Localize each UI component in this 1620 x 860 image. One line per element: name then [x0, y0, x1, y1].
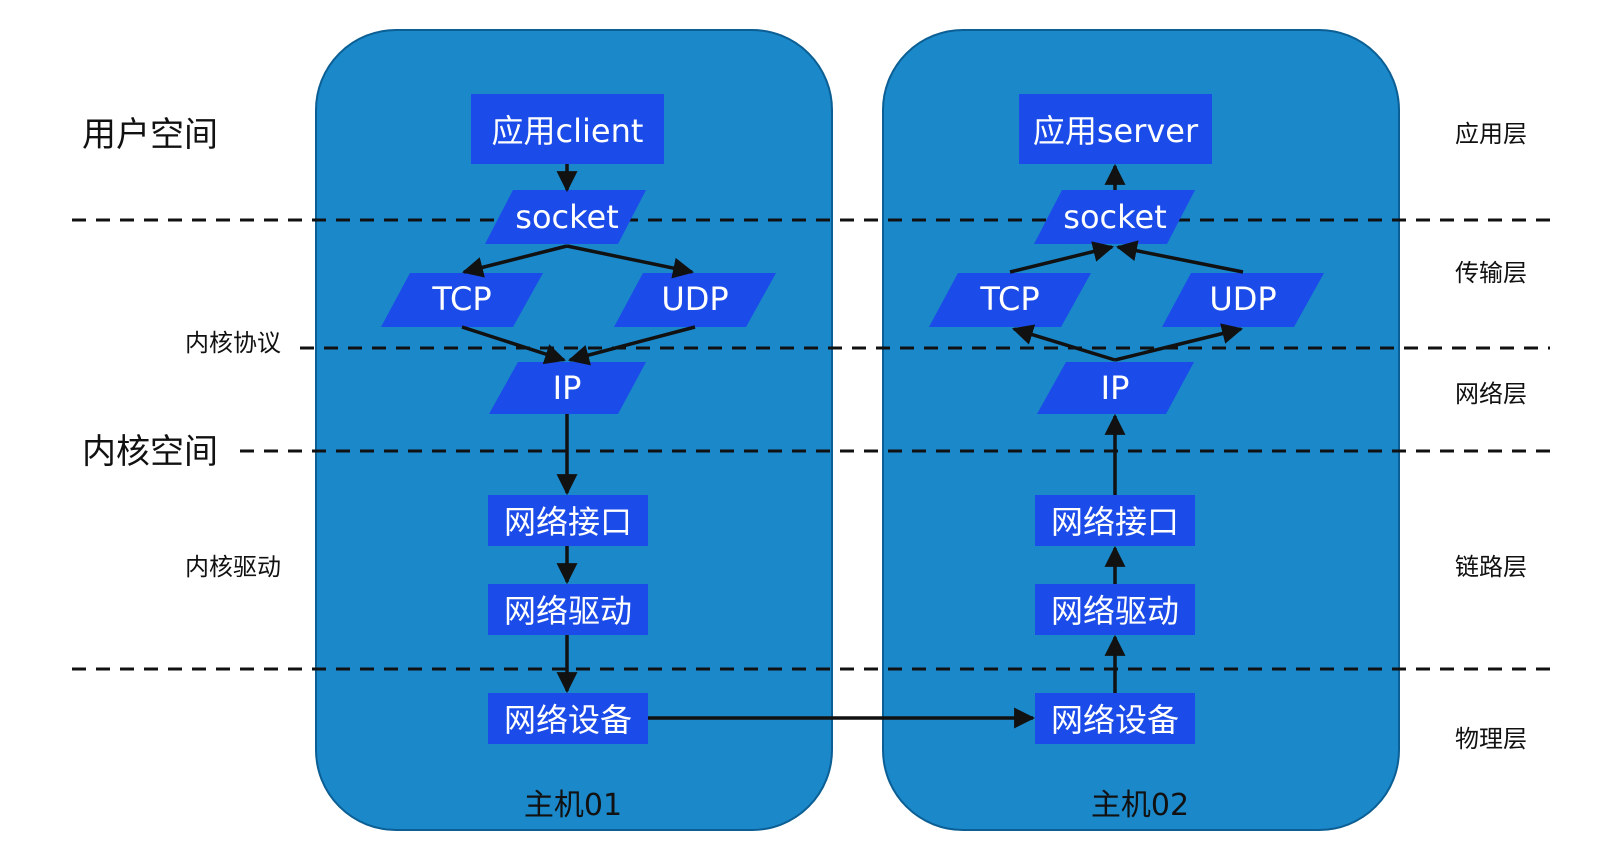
host01-ip-shape — [489, 362, 646, 414]
host01-arrow-udp-ip — [567, 325, 696, 366]
host01-udp-label: UDP — [661, 280, 728, 318]
layer-transport-label: 传输层 — [1455, 259, 1527, 287]
kernel-space-label: 内核空间 — [82, 432, 218, 472]
host02-tcp-shape — [929, 273, 1091, 327]
host01-label: 主机01 — [524, 788, 622, 823]
host02-ip-label: IP — [1101, 369, 1130, 407]
host02-app-box — [1019, 94, 1212, 164]
host02-net-driver-label: 网络驱动 — [1051, 592, 1179, 630]
host01-socket-label: socket — [515, 198, 618, 236]
host02-net-interface-box — [1035, 495, 1195, 546]
host02-udp-shape — [1162, 273, 1324, 327]
host01-net-device-label: 网络设备 — [504, 701, 632, 739]
layer-link-label: 链路层 — [1455, 553, 1527, 581]
layer-network-label: 网络层 — [1455, 380, 1527, 408]
host01-net-interface-box — [488, 495, 648, 546]
host01-net-device-box — [488, 693, 648, 744]
kernel-protocol-label: 内核协议 — [185, 329, 281, 357]
host02-arrow-ip-udp — [1114, 323, 1244, 362]
host01-arrow-socket-tcp — [461, 244, 568, 278]
host02-socket-shape — [1034, 190, 1195, 244]
host01-panel — [315, 29, 833, 831]
host02-arrow-udp-socket — [1115, 240, 1244, 274]
host02-udp-label: UDP — [1209, 280, 1276, 318]
host02-socket-label: socket — [1063, 198, 1166, 236]
host02-net-interface-label: 网络接口 — [1051, 503, 1179, 541]
host01-socket-shape — [485, 190, 646, 244]
host02-net-driver-box — [1035, 584, 1195, 635]
kernel-driver-label: 内核驱动 — [185, 553, 281, 581]
host02-label: 主机02 — [1091, 788, 1189, 823]
host02-tcp-label: TCP — [979, 280, 1039, 318]
host01-arrow-socket-udp — [566, 244, 695, 279]
host02-arrow-tcp-socket — [1009, 241, 1115, 274]
host02-net-device-box — [1035, 693, 1195, 744]
host01-net-driver-box — [488, 584, 648, 635]
host01-net-driver-label: 网络驱动 — [504, 592, 632, 630]
host01-app-label: 应用client — [492, 112, 644, 150]
layer-application-label: 应用层 — [1455, 120, 1527, 148]
host01-net-interface-label: 网络接口 — [504, 503, 632, 541]
host02-arrow-ip-tcp — [1011, 324, 1116, 362]
host01-tcp-label: TCP — [431, 280, 491, 318]
host02-net-device-label: 网络设备 — [1051, 701, 1179, 739]
host02-panel — [882, 29, 1400, 831]
user-space-label: 用户空间 — [82, 115, 218, 155]
host02-app-label: 应用server — [1033, 112, 1199, 150]
host01-udp-shape — [614, 273, 776, 327]
host02-ip-shape — [1037, 362, 1194, 414]
host01-app-box — [471, 94, 664, 164]
host01-ip-label: IP — [553, 369, 582, 407]
host01-tcp-shape — [381, 273, 543, 327]
layer-physical-label: 物理层 — [1455, 725, 1527, 753]
host01-arrow-tcp-ip — [461, 325, 566, 365]
